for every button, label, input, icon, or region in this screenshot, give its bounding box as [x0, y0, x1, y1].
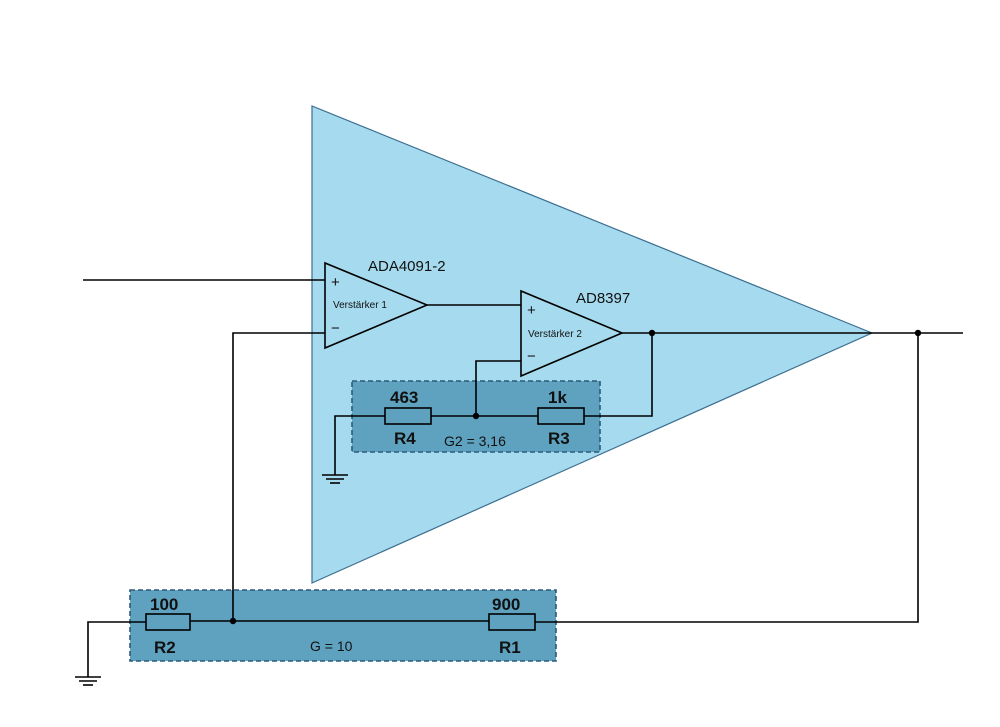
r4-ground-wire	[334, 415, 385, 475]
resistor-r3	[537, 407, 585, 425]
r3-feedback-wire	[584, 333, 653, 417]
ground-symbol-main	[75, 676, 101, 686]
r2-name: R2	[154, 638, 176, 657]
junction-output	[914, 329, 922, 337]
opamp-2-part: AD8397	[576, 290, 630, 307]
junction-amp2-out	[648, 329, 656, 337]
r1-name: R1	[499, 638, 521, 657]
junction-r2-r1	[229, 617, 237, 625]
r4-name: R4	[394, 429, 416, 448]
opamp-2-minus: −	[527, 348, 536, 365]
main-feedback-wire	[535, 333, 919, 623]
opamp-1-plus: +	[331, 274, 340, 291]
opamp-2-plus: +	[527, 302, 536, 319]
r3-value: 1k	[548, 388, 567, 407]
r2-value: 100	[150, 595, 178, 614]
r4-value: 463	[390, 388, 418, 407]
resistor-r4	[384, 407, 432, 425]
stage2-gain: G2 = 3,16	[444, 433, 506, 449]
resistor-r2	[145, 613, 191, 631]
r1-value: 900	[492, 595, 520, 614]
opamp-1-minus: −	[331, 320, 340, 337]
resistor-r1	[488, 613, 536, 631]
amp1-minus-wire	[232, 332, 325, 621]
opamp-2-symbol	[520, 289, 625, 378]
opamp-1-symbol	[324, 261, 430, 350]
junction-r4-r3	[472, 412, 480, 420]
opamp-2-name: Verstärker 2	[528, 329, 582, 340]
r2-ground-wire	[87, 621, 146, 677]
opamp-1-part: ADA4091-2	[368, 258, 446, 275]
main-network-box	[129, 589, 557, 662]
opamp-1-name: Verstärker 1	[333, 300, 387, 311]
ground-symbol-stage2	[322, 474, 348, 484]
amp2-minus-wire	[475, 360, 521, 416]
r3-name: R3	[548, 429, 570, 448]
main-gain: G = 10	[310, 638, 353, 654]
